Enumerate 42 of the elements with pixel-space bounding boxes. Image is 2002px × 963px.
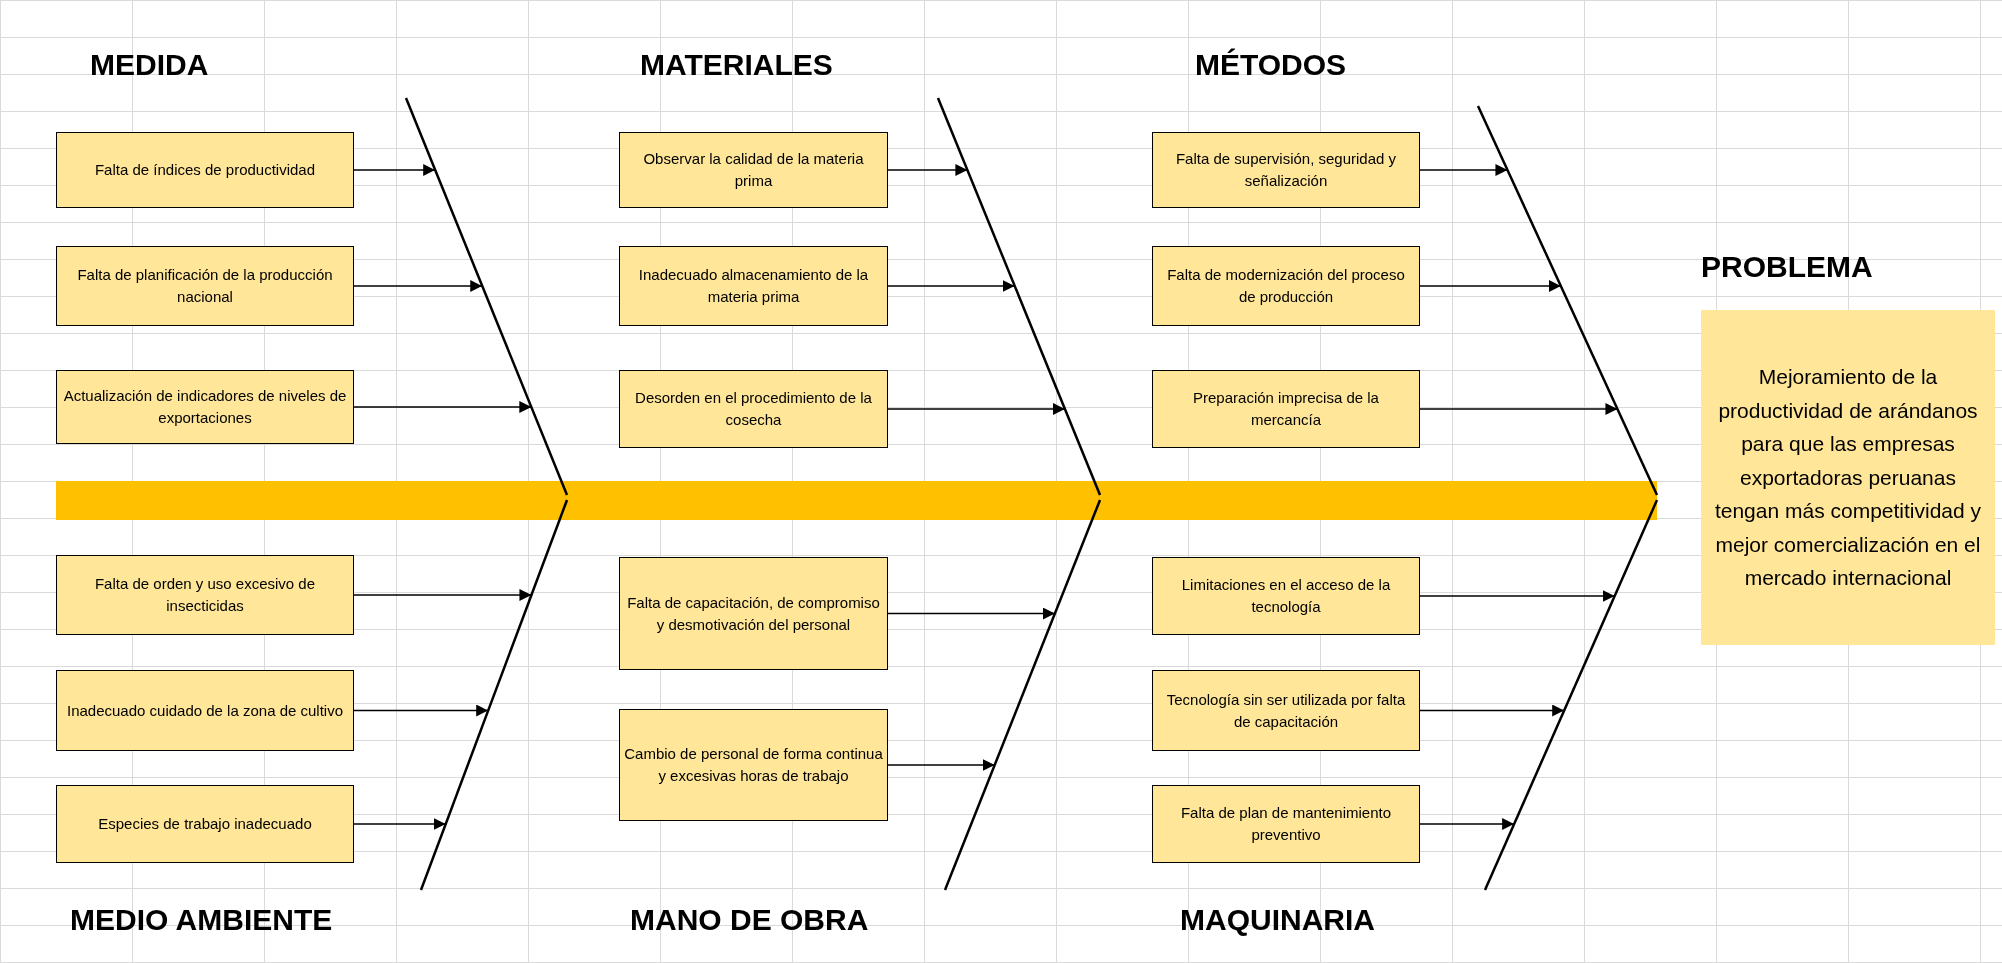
arrow: [887, 607, 1056, 620]
cause-box: Especies de trabajo inadecuado: [56, 785, 354, 863]
cause-box: Falta de modernización del proceso de producción: [1152, 246, 1420, 326]
cause-box: Falta de índices de productividad: [56, 132, 354, 208]
arrow: [353, 164, 436, 176]
arrow: [1419, 590, 1616, 602]
arrow: [353, 280, 483, 292]
category-heading: MEDIO AMBIENTE: [70, 905, 333, 935]
category-heading: MATERIALES: [640, 50, 833, 80]
category-heading: MANO DE OBRA: [630, 905, 869, 935]
cause-box: Actualización de indicadores de niveles de exportaciones: [56, 370, 354, 444]
arrow: [1419, 704, 1565, 717]
cause-box: Cambio de personal de forma continua y excesivas horas de trabajo: [619, 709, 888, 821]
arrow: [887, 164, 969, 176]
cause-box: Preparación imprecisa de la mercancía: [1152, 370, 1420, 448]
cause-box: Observar la calidad de la materia prima: [619, 132, 888, 208]
arrow: [1419, 818, 1515, 830]
cause-box: Inadecuado almacenamiento de la materia prima: [619, 246, 888, 326]
category-heading: MEDIDA: [90, 50, 209, 80]
arrow: [1419, 280, 1562, 292]
arrow: [353, 818, 447, 830]
cause-box: Falta de supervisión, seguridad y señalización: [1152, 132, 1420, 208]
cause-box: Falta de planificación de la producción nacional: [56, 246, 354, 326]
category-heading: MAQUINARIA: [1180, 905, 1375, 935]
cause-box: Tecnología sin ser utilizada por falta de capacitación: [1152, 670, 1420, 751]
arrow: [353, 589, 533, 601]
category-heading: MÉTODOS: [1195, 50, 1347, 80]
cause-box: Desorden en el procedimiento de la cosecha: [619, 370, 888, 448]
arrow: [1419, 164, 1509, 176]
arrow: [353, 401, 533, 413]
heading: PROBLEMA: [1701, 252, 1873, 282]
arrow: [887, 403, 1066, 415]
arrow: [353, 704, 489, 717]
arrow: [1419, 403, 1619, 415]
arrow: [887, 280, 1016, 292]
cause-box: Inadecuado cuidado de la zona de cultivo: [56, 670, 354, 751]
cause-box: Falta de plan de mantenimiento preventivo: [1152, 785, 1420, 863]
arrow: [887, 759, 996, 771]
problem-box: Mejoramiento de la productividad de arándanos para que las empresas exportadoras peruanas tengan más competitividad y mejor comercialización en el mercado internacional: [1701, 310, 1995, 645]
cause-box: Limitaciones en el acceso de la tecnología: [1152, 557, 1420, 635]
cause-box: Falta de orden y uso excesivo de insecticidas: [56, 555, 354, 635]
cause-box: Falta de capacitación, de compromiso y desmotivación del personal: [619, 557, 888, 670]
